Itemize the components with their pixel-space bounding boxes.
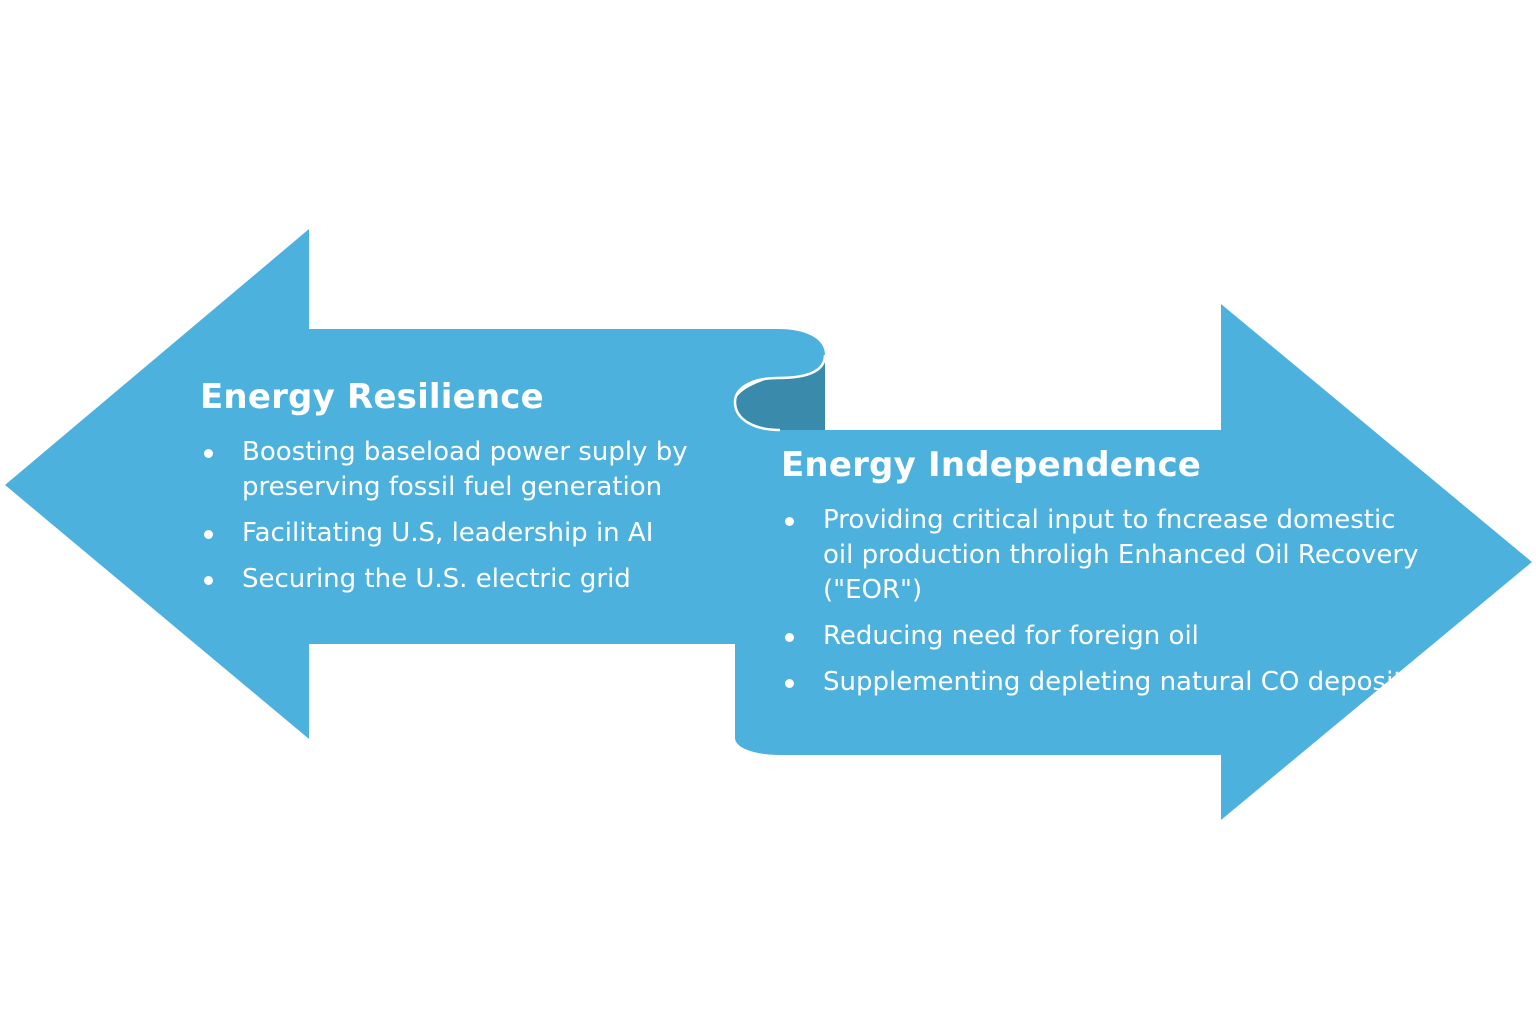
energy-independence-panel: Energy Independence Providing critical i…	[781, 445, 1421, 711]
list-item-text: Boosting baseload power suply by preserv…	[242, 437, 688, 503]
bullet-dot	[785, 517, 794, 527]
list-item: Facilitating U.S, leadership in AI	[200, 516, 720, 551]
energy-independence-list: Providing critical input to fncrease dom…	[781, 503, 1421, 700]
energy-resilience-panel: Energy Resilience Boosting baseload powe…	[200, 377, 720, 608]
bullet-dot	[204, 530, 213, 540]
right-arrow	[735, 304, 1532, 820]
bullet-dot	[785, 679, 794, 689]
fold-curl-outline	[733, 354, 827, 432]
left-arrow	[5, 229, 825, 739]
list-item-text: Providing critical input to fncrease dom…	[823, 505, 1419, 606]
list-item-text: Securing the U.S. electric grid	[242, 564, 631, 595]
energy-resilience-list: Boosting baseload power suply by preserv…	[200, 435, 720, 597]
list-item: Boosting baseload power suply by preserv…	[200, 435, 720, 505]
bullet-dot	[204, 576, 213, 586]
list-item: Securing the U.S. electric grid	[200, 562, 720, 597]
list-item-text: Supplementing depleting natural CO depos…	[823, 667, 1418, 698]
list-item: Supplementing depleting natural CO depos…	[781, 665, 1421, 700]
list-item-text: Reducing need for foreign oil	[823, 621, 1199, 652]
list-item: Providing critical input to fncrease dom…	[781, 503, 1421, 608]
list-item: Reducing need for foreign oil	[781, 619, 1421, 654]
energy-independence-title: Energy Independence	[781, 445, 1202, 485]
list-item-text: Facilitating U.S, leadership in AI	[242, 518, 654, 549]
bullet-dot	[785, 633, 794, 643]
bullet-dot	[204, 449, 213, 459]
energy-resilience-title: Energy Resilience	[200, 377, 544, 417]
